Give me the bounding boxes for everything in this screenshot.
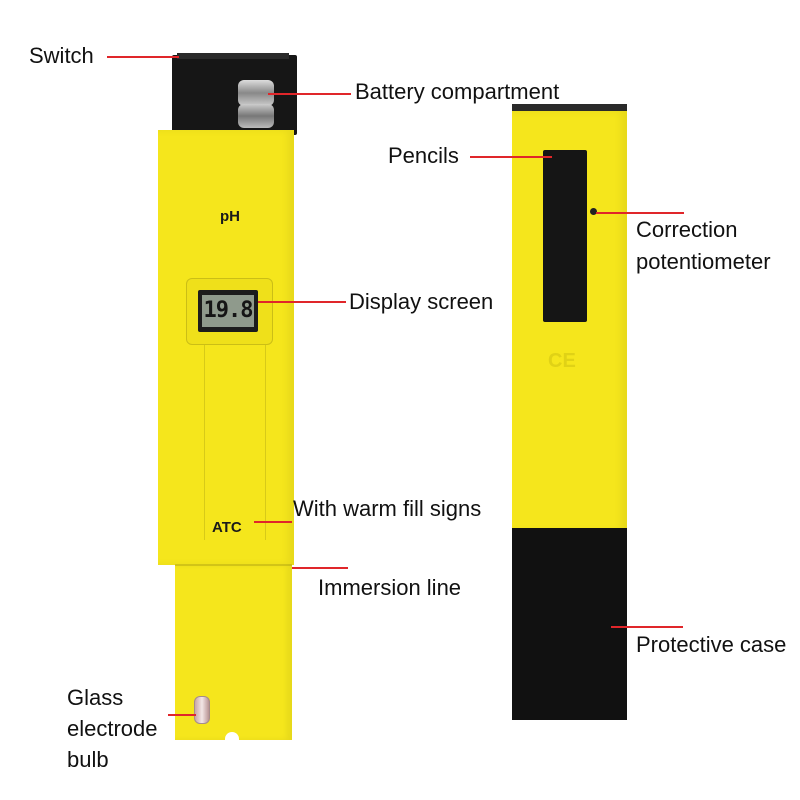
label-pencils: Pencils — [388, 143, 459, 168]
glass-electrode-bulb — [194, 696, 210, 724]
label-battery-compartment: Battery compartment — [355, 79, 560, 104]
label-glass-line1: Glass — [67, 685, 124, 710]
warm-fill-line — [254, 521, 292, 523]
label-correction-line1: Correction — [636, 217, 738, 242]
display-lcd: 19.8 — [202, 295, 254, 327]
battery-line — [268, 93, 351, 95]
pencils-line — [470, 156, 552, 158]
display-line — [258, 301, 346, 303]
immersion-edge — [175, 564, 292, 566]
protective-line — [611, 626, 683, 628]
label-protective-case: Protective case — [636, 632, 787, 657]
pencil-slot — [543, 150, 587, 322]
battery-compartment — [172, 55, 297, 135]
ce-mark: CE — [548, 350, 576, 372]
switch-line — [107, 56, 179, 58]
glass-line — [168, 714, 196, 716]
display-reading: 19.8 — [203, 298, 254, 323]
correction-line — [596, 212, 684, 214]
back-top-edge — [512, 104, 627, 112]
label-glass-line2: electrode — [67, 716, 158, 741]
probe-notch — [225, 732, 239, 742]
label-switch: Switch — [29, 43, 94, 68]
label-immersion-line: Immersion line — [318, 575, 462, 600]
protective-case — [512, 528, 627, 720]
immersion-line — [292, 567, 348, 569]
label-warm-fill: With warm fill signs — [293, 496, 482, 521]
correction-potentiometer — [590, 208, 597, 215]
switch-cap — [177, 53, 289, 59]
meter-grip — [204, 335, 266, 540]
meter-body-upper — [158, 130, 294, 565]
display-screen: 19.8 — [198, 290, 258, 332]
ph-text: pH — [220, 208, 240, 225]
label-correction-line2: potentiometer — [636, 249, 771, 274]
atc-text: ATC — [212, 519, 242, 536]
label-glass-line3: bulb — [67, 747, 109, 772]
label-display-screen: Display screen — [349, 289, 494, 314]
battery-cell-bottom — [238, 104, 274, 128]
